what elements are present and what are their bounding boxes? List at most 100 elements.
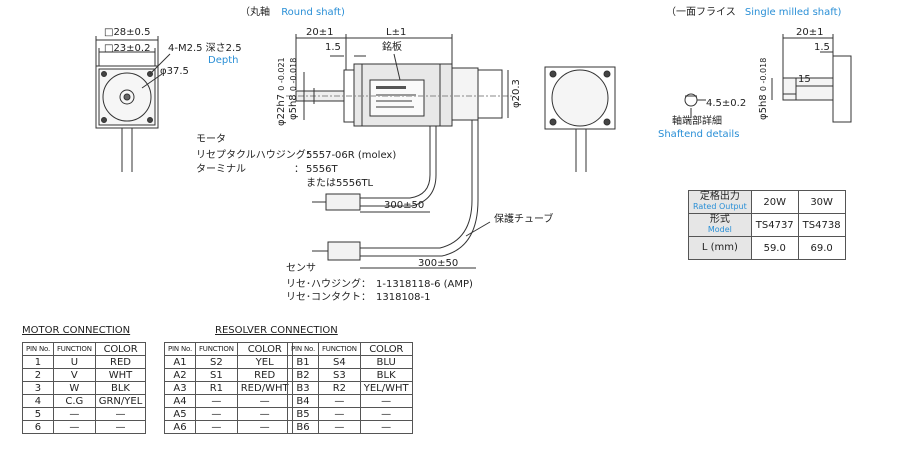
- color-cell: —: [236, 394, 293, 408]
- color-cell: RED/WHT: [236, 381, 293, 395]
- sensor-cable-length: 300±50: [418, 258, 459, 269]
- table-row: B4——: [287, 394, 413, 408]
- table-row: 5——: [22, 407, 147, 421]
- color-cell: —: [359, 420, 413, 434]
- spec-model-ts4738: TS4738: [797, 213, 846, 237]
- color-cell: BLU: [359, 355, 413, 369]
- color-cell: —: [94, 420, 147, 434]
- resolver-connection-title: RESOLVER CONNECTION: [215, 325, 338, 336]
- dia-5-value: φ5h8: [288, 94, 299, 120]
- motor-terminal-alt: または5556TL: [306, 178, 374, 189]
- dim-L-label: L±1: [386, 27, 407, 38]
- motor-header-pin: PIN No.: [22, 342, 54, 356]
- function-cell: —: [52, 420, 96, 434]
- spec-length-20w: 59.0: [750, 236, 799, 260]
- dia-22-value: φ22h7: [276, 93, 287, 126]
- resolver-a-header-color: COLOR: [236, 342, 293, 356]
- pin-cell: A4: [164, 394, 196, 408]
- table-row: A6——: [164, 420, 293, 434]
- motor-connection-title: MOTOR CONNECTION: [22, 325, 131, 336]
- function-cell: —: [317, 407, 361, 421]
- dia-37-label: φ37.5: [160, 66, 189, 77]
- pin-cell: A2: [164, 368, 196, 382]
- shaftend-dia-5-tolerance: 0 -0.018: [759, 57, 768, 92]
- shaftend-drawing: [684, 34, 852, 123]
- dia-22-tolerance: 0 -0.021: [277, 57, 286, 91]
- function-cell: S4: [317, 355, 361, 369]
- pin-cell: 6: [22, 420, 54, 434]
- function-cell: S2: [194, 355, 238, 369]
- spec-model-header: 形式 Model: [688, 213, 752, 237]
- function-cell: U: [52, 355, 96, 369]
- function-cell: S1: [194, 368, 238, 382]
- color-cell: BLK: [94, 381, 147, 395]
- color-cell: —: [236, 407, 293, 421]
- function-cell: —: [52, 407, 96, 421]
- spec-model-ts4737: TS4737: [750, 213, 799, 237]
- spec-length-30w: 69.0: [797, 236, 846, 260]
- color-cell: GRN/YEL: [94, 394, 147, 408]
- pin-cell: B5: [287, 407, 319, 421]
- spec-row-length: L (mm) 59.0 69.0: [688, 236, 846, 260]
- pin-cell: B2: [287, 368, 319, 382]
- shaftend-dia-5-value: φ5h8: [758, 94, 769, 120]
- shaftend-dia-5: φ5h8 0 -0.018: [758, 58, 770, 120]
- motor-terminal-label: ターミナル: [196, 164, 246, 175]
- tap-label: 4-M2.5 深さ2.5: [168, 43, 242, 54]
- function-cell: —: [317, 420, 361, 434]
- spec-table: 定格出力 Rated Output 20W 30W 形式 Model TS473…: [688, 190, 846, 260]
- end-view-drawing: [544, 66, 616, 172]
- spec-row-output: 定格出力 Rated Output 20W 30W: [688, 190, 846, 214]
- front-view-drawing: [95, 36, 171, 172]
- dia-20-3-label: φ20.3: [511, 79, 522, 108]
- pin-cell: 4: [22, 394, 54, 408]
- pin-cell: 2: [22, 368, 54, 382]
- function-cell: V: [52, 368, 96, 382]
- pin-cell: A6: [164, 420, 196, 434]
- color-cell: YEL/WHT: [359, 381, 413, 395]
- resolver-a-header-function: FUNCTION: [194, 342, 238, 356]
- dim-shaft-length-label: 20±1: [306, 27, 334, 38]
- dia-5-label: φ5h8 0 -0.018: [288, 58, 300, 120]
- shaftend-detail-en: Shaftend details: [658, 129, 740, 140]
- color-cell: —: [94, 407, 147, 421]
- shaftend-dim-1-5: 1.5: [814, 42, 830, 53]
- pin-cell: B6: [287, 420, 319, 434]
- shaftend-detail-jp: 軸端部詳細: [672, 116, 722, 127]
- round-shaft-header: （丸軸 Round shaft): [240, 7, 345, 19]
- round-shaft-en: Round shaft): [281, 7, 345, 18]
- round-shaft-jp: （丸軸: [240, 7, 270, 18]
- spec-row-model: 形式 Model TS4737 TS4738: [688, 213, 846, 237]
- spec-model-en: Model: [707, 225, 732, 234]
- color-cell: —: [359, 407, 413, 421]
- color-cell: BLK: [359, 368, 413, 382]
- motor-housing-label: リセプタクルハウジング：: [196, 150, 316, 161]
- dia-5-tolerance: 0 -0.018: [289, 57, 298, 92]
- dia-22-label: φ22h7 0 -0.021: [276, 57, 288, 126]
- table-row: 6——: [22, 420, 147, 434]
- color-cell: RED: [236, 368, 293, 382]
- color-cell: YEL: [236, 355, 293, 369]
- pin-cell: A3: [164, 381, 196, 395]
- pin-cell: A5: [164, 407, 196, 421]
- table-row: B6——: [287, 420, 413, 434]
- spec-output-header: 定格出力 Rated Output: [688, 190, 752, 214]
- table-row: B5——: [287, 407, 413, 421]
- motor-housing-value: 5557-06R (molex): [306, 150, 397, 161]
- function-cell: —: [194, 407, 238, 421]
- function-cell: S3: [317, 368, 361, 382]
- sensor-housing-label: リセ･ハウジング：: [286, 279, 371, 290]
- pin-cell: 5: [22, 407, 54, 421]
- function-cell: R2: [317, 381, 361, 395]
- color-cell: RED: [94, 355, 147, 369]
- function-cell: W: [52, 381, 96, 395]
- color-cell: —: [236, 420, 293, 434]
